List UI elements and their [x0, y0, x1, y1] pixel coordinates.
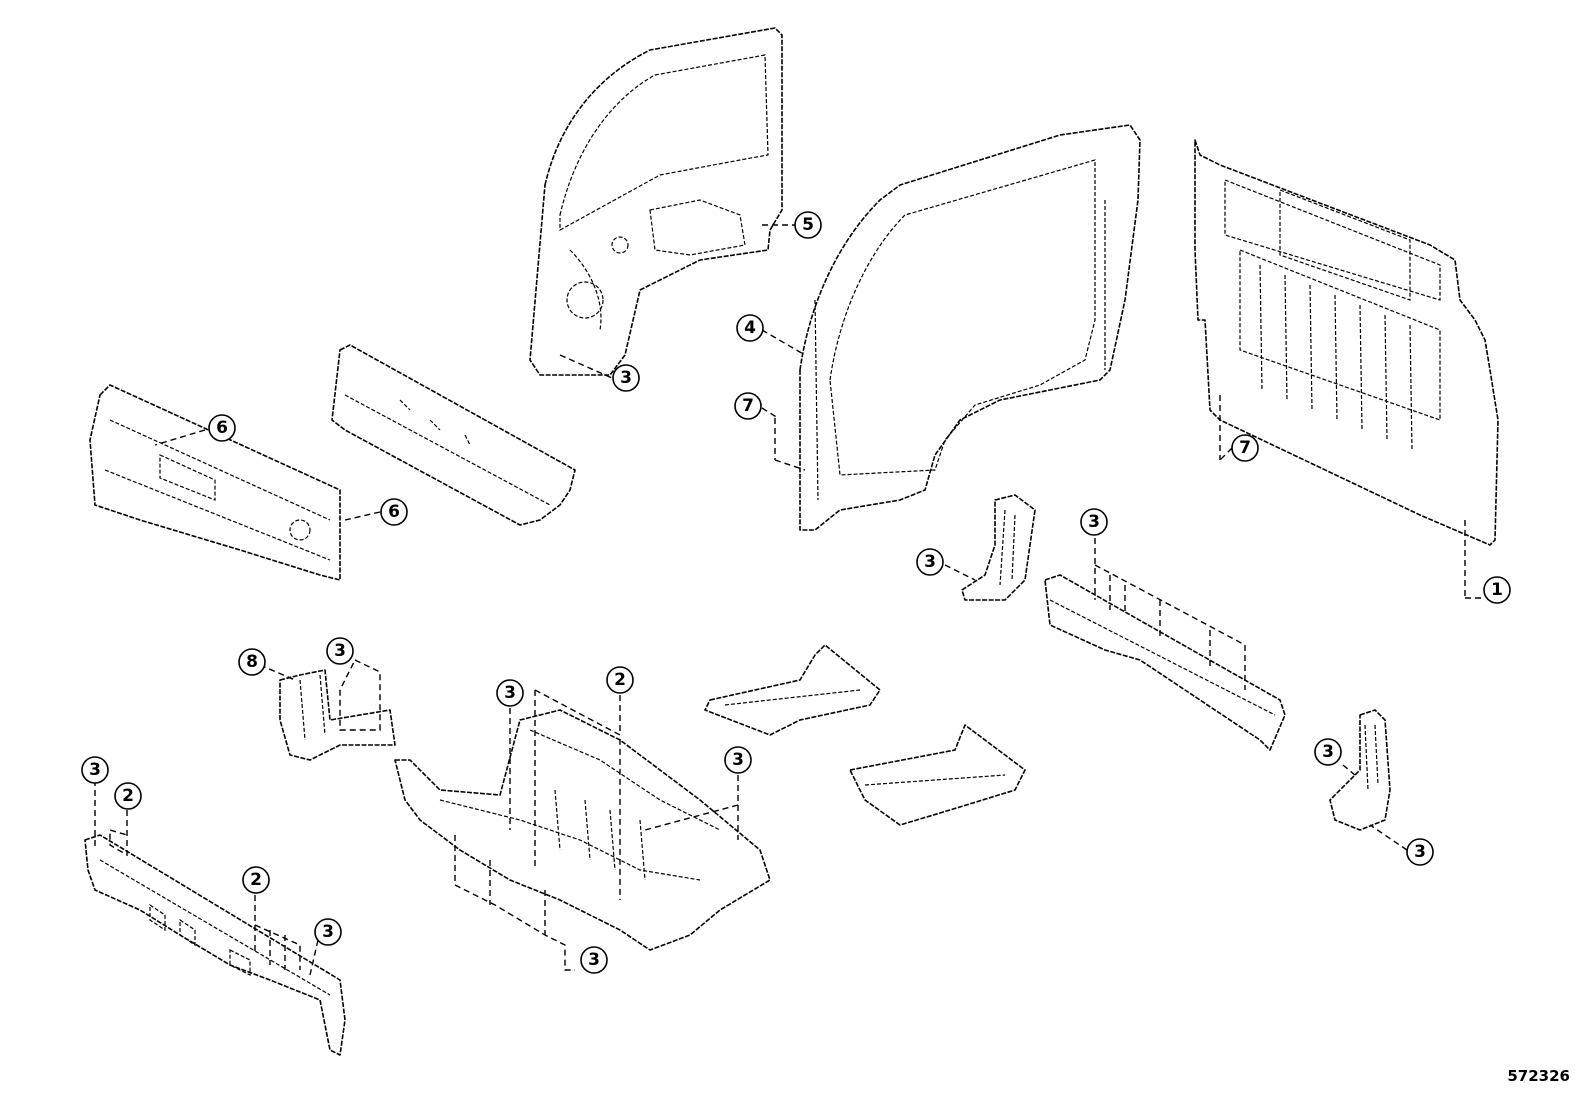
callout-3: 3 [1406, 838, 1434, 866]
callout-3: 3 [326, 637, 354, 665]
rear-floor-crossmember [1044, 574, 1286, 751]
callout-7: 7 [734, 392, 762, 420]
floor-bracket-lower [849, 724, 1026, 826]
callout-3: 3 [580, 946, 608, 974]
callout-3: 3 [612, 364, 640, 392]
svg-text:3: 3 [620, 368, 632, 388]
callout-7: 7 [1231, 434, 1259, 462]
callout-markers: 5 3 4 7 6 6 7 1 3 3 8 3 3 2 3 3 2 2 3 3 … [81, 211, 1511, 974]
svg-text:3: 3 [588, 950, 600, 970]
svg-text:2: 2 [250, 870, 262, 890]
svg-text:6: 6 [216, 418, 228, 438]
cowl-top-panel [89, 384, 341, 581]
svg-text:2: 2 [122, 786, 134, 806]
svg-text:1: 1 [1491, 580, 1503, 600]
callout-3: 3 [724, 746, 752, 774]
windshield-header-panel [331, 344, 576, 526]
center-pillar-brace [961, 494, 1036, 601]
callout-2: 2 [606, 666, 634, 694]
svg-text:3: 3 [322, 922, 334, 942]
callout-3: 3 [1314, 738, 1342, 766]
svg-text:3: 3 [504, 683, 516, 703]
callout-8: 8 [238, 648, 266, 676]
callout-3: 3 [1080, 508, 1108, 536]
svg-text:5: 5 [802, 215, 814, 235]
callout-5: 5 [794, 211, 822, 239]
callout-2: 2 [114, 782, 142, 810]
svg-text:3: 3 [1322, 742, 1334, 762]
svg-text:3: 3 [89, 760, 101, 780]
callout-6: 6 [380, 498, 408, 526]
callout-3: 3 [496, 679, 524, 707]
svg-text:8: 8 [246, 652, 258, 672]
front-crossmember [84, 834, 346, 1056]
svg-text:2: 2 [614, 670, 626, 690]
svg-text:7: 7 [742, 396, 754, 416]
rear-corner-pillar [1329, 709, 1391, 831]
svg-text:3: 3 [334, 641, 346, 661]
front-pillar-side-panel [799, 124, 1141, 531]
front-floor-pan [394, 709, 771, 951]
callout-3: 3 [916, 548, 944, 576]
svg-text:6: 6 [388, 502, 400, 522]
svg-text:7: 7 [1239, 438, 1251, 458]
svg-text:3: 3 [924, 552, 936, 572]
callout-1: 1 [1483, 576, 1511, 604]
callout-4: 4 [736, 314, 764, 342]
dash-brace [279, 669, 396, 761]
door-opening-panel-front [529, 27, 783, 376]
floor-bracket-upper [704, 644, 881, 736]
callout-3: 3 [81, 756, 109, 784]
leader-lines [94, 224, 1484, 976]
svg-text:3: 3 [1414, 842, 1426, 862]
svg-text:3: 3 [732, 750, 744, 770]
callout-3: 3 [314, 918, 342, 946]
callout-6: 6 [208, 414, 236, 442]
callout-2: 2 [242, 866, 270, 894]
back-panel [1194, 139, 1499, 546]
diagram-reference-number: 572326 [1507, 1067, 1570, 1085]
svg-text:4: 4 [744, 318, 756, 338]
svg-text:3: 3 [1088, 512, 1100, 532]
